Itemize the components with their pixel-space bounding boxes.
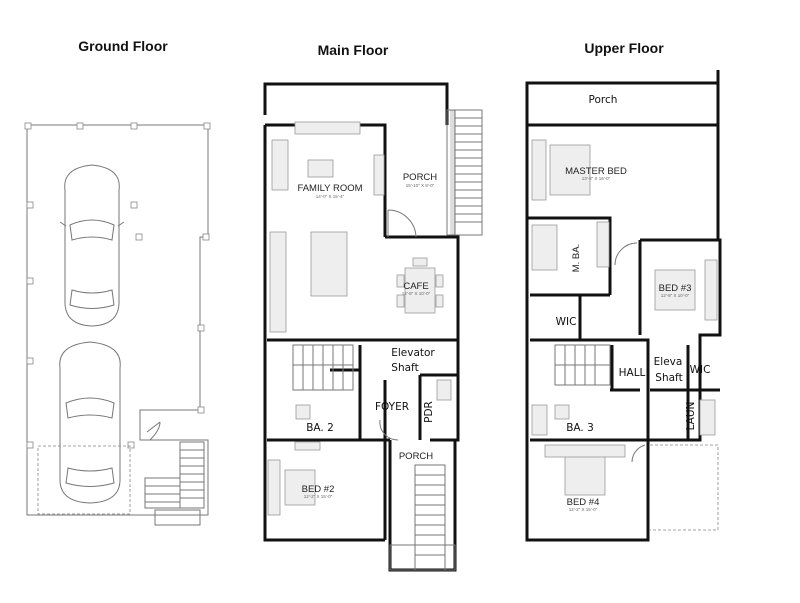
- family-room-dims: 14'-0" X 15'-4": [316, 194, 345, 199]
- main-interior-stairs[interactable]: [292, 344, 354, 391]
- hall-label: HALL: [619, 367, 646, 379]
- cafe-label: CAFE: [403, 281, 428, 292]
- elevator-shaft-label-line2: Shaft: [391, 362, 418, 374]
- car-icon: [59, 341, 121, 504]
- ground-floor-outline: [26, 124, 209, 516]
- bath2-label: BA. 2: [306, 422, 334, 434]
- bed3-label: BED #3: [659, 283, 692, 294]
- upper-stairs[interactable]: [554, 344, 611, 386]
- ground-floor-title: Ground Floor: [78, 38, 168, 54]
- columns: [24, 122, 211, 449]
- wic-label-2: WIC: [690, 364, 711, 376]
- porch-label: PORCH: [403, 172, 437, 183]
- main-top-porch-rail: [263, 82, 449, 125]
- foyer-label: FOYER: [375, 401, 409, 413]
- ground-floor-stairs[interactable]: [144, 421, 205, 526]
- upper-floor-plan: Upper Floor Porch MASTER BED 13': [525, 40, 722, 542]
- master-bath-label: M. BA.: [571, 244, 582, 273]
- bed2-dims: 12'-2" X 15'-0": [304, 494, 333, 499]
- elevator-shaft-label-line1: Elevator: [391, 347, 435, 359]
- bed2-label: BED #2: [302, 484, 335, 495]
- wic-label: WIC: [556, 316, 577, 328]
- master-bed-label: MASTER BED: [565, 166, 627, 177]
- upper-interior-walls: [527, 216, 720, 442]
- bath3-label: BA. 3: [566, 422, 594, 434]
- main-floor-title: Main Floor: [318, 42, 389, 58]
- upper-exterior-walls: [525, 123, 722, 542]
- bed4-label: BED #4: [567, 497, 600, 508]
- laundry-label: LAUN: [685, 402, 697, 431]
- upper-room-labels: Porch MASTER BED 13'-8" X 16'-0" M. BA. …: [556, 94, 711, 512]
- main-room-labels: FAMILY ROOM 14'-0" X 15'-4" PORCH 15'-10…: [297, 172, 437, 499]
- upper-porch-label: Porch: [589, 94, 618, 106]
- car-icon: [59, 164, 125, 327]
- bed4-dims: 12'-2" X 15'-0": [569, 507, 598, 512]
- main-exterior-walls: [263, 123, 460, 542]
- upper-porch-rail: [525, 70, 720, 240]
- master-bed-dims: 13'-8" X 16'-0": [582, 176, 611, 181]
- main-furniture: [267, 121, 452, 516]
- pdr-label: PDR: [423, 401, 435, 423]
- upper-floor-title: Upper Floor: [584, 40, 664, 56]
- ground-floor-plan: Ground Floor: [24, 38, 211, 526]
- elevator-shaft-label-line1: Eleva: [654, 356, 683, 368]
- cafe-dims: 12'-8" X 10'-0": [402, 291, 431, 296]
- porch-dims: 15'-10" X 8'-0": [406, 183, 435, 188]
- upper-furniture: [531, 139, 718, 496]
- main-stairs-right[interactable]: [446, 109, 483, 236]
- front-porch-label: PORCH: [399, 451, 433, 462]
- elevator-shaft-label-line2: Shaft: [655, 372, 682, 384]
- upper-dashed-area: [650, 444, 719, 531]
- main-front-stairs[interactable]: [389, 464, 456, 571]
- main-floor-plan: Main Floor: [263, 42, 483, 572]
- family-room-label: FAMILY ROOM: [297, 183, 362, 194]
- bed3-dims: 12'-8" X 10'-0": [661, 293, 690, 298]
- ground-floor-dashed-area: [37, 445, 131, 515]
